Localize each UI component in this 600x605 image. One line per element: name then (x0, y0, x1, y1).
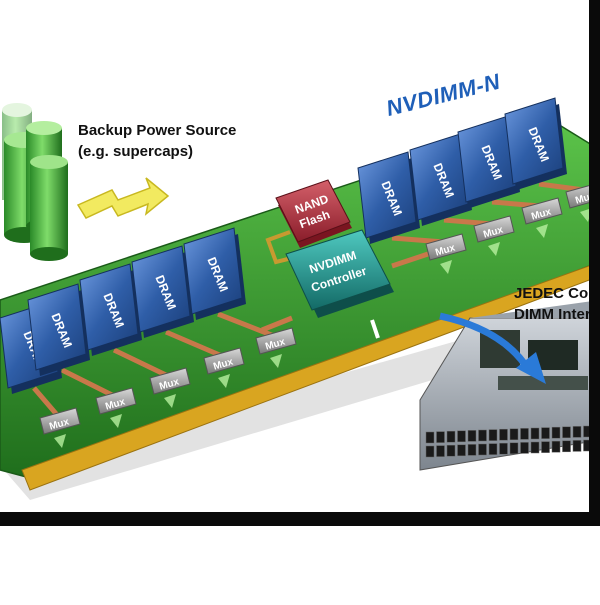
mux-label: Mux (158, 376, 181, 392)
nand-flash-chip: NAND Flash (275, 179, 352, 248)
power-arrow (76, 177, 170, 219)
dram-mux-trace (60, 367, 116, 399)
bottom-frame-bar (0, 512, 600, 526)
mux-chip: Mux (425, 233, 467, 274)
mux-label: Mux (482, 224, 505, 240)
mux-bus-arrow (110, 414, 122, 428)
mux-bus-arrow (440, 260, 452, 274)
mux-bus-arrow (54, 434, 66, 448)
mux-label: Mux (48, 416, 71, 432)
drive-bay (446, 444, 456, 457)
drive-bay (467, 444, 477, 456)
drive-bay (488, 443, 498, 455)
dram-chip: DRAM (504, 97, 567, 190)
jedec-line-2: DIMM Inter (514, 306, 591, 323)
dram-chip: DRAM (409, 133, 472, 226)
dram-chip: DRAM (79, 263, 142, 356)
mux-chip: Mux (521, 197, 563, 238)
mux-bus-arrow (488, 242, 500, 256)
mux-bus-arrow (218, 374, 230, 388)
right-frame-edge (589, 0, 600, 512)
drive-bays (425, 425, 592, 458)
backup-power-line-1: Backup Power Source (78, 122, 237, 139)
drive-bay (572, 426, 582, 438)
drive-bay (457, 430, 466, 443)
mux-chip: Mux (203, 347, 245, 388)
backup-power-line-2: (e.g. supercaps) (78, 143, 194, 160)
dram-chip: DRAM (357, 151, 420, 244)
mux-bus-arrow (536, 224, 548, 238)
supercap-group (2, 103, 68, 261)
mux-bus-arrow (164, 394, 176, 408)
jedec-line-1: JEDEC Comp (514, 285, 600, 302)
drive-bay (509, 428, 519, 441)
drive-bay (551, 440, 561, 453)
jedec-arrow (439, 312, 546, 384)
controller-trace (261, 315, 293, 333)
mux-bus-arrow (270, 354, 282, 368)
drive-bay (509, 442, 519, 455)
mux-label: Mux (212, 356, 235, 372)
drive-bay (436, 445, 445, 457)
mux-chip: Mux (149, 367, 191, 408)
drive-bay (425, 431, 435, 444)
mux-label: Mux (264, 336, 287, 352)
mux-label: Mux (104, 396, 127, 412)
jedec-label: JEDEC Comp DIMM Inter (514, 283, 600, 325)
drive-bay (562, 440, 571, 453)
drive-bay (425, 445, 435, 458)
backup-power-label: Backup Power Source (e.g. supercaps) (78, 120, 236, 162)
drive-bay (436, 431, 445, 443)
dram-chip: DRAM (27, 283, 90, 376)
drive-bay (520, 442, 529, 454)
contact-notch (370, 319, 380, 339)
dram-layer: DRAMDRAMDRAMDRAMDRAMDRAMDRAMDRAMDRAM (0, 97, 567, 394)
nand-controller-link (265, 230, 293, 265)
drive-bay (562, 426, 571, 439)
supercap-3 (30, 155, 68, 261)
drive-bay (520, 428, 529, 440)
mux-chip: Mux (95, 387, 137, 428)
dram-mux-trace (112, 347, 170, 379)
drive-bay (488, 429, 498, 441)
dram-mux-trace (165, 329, 223, 359)
drive-bay (541, 427, 550, 439)
dram-mux-trace (217, 311, 275, 339)
mux-chip: Mux (473, 215, 515, 256)
drive-bay (541, 441, 550, 453)
drive-bay (467, 430, 477, 442)
drive-bay (530, 441, 540, 454)
mux-chip: Mux (255, 327, 297, 368)
nvdimm-controller-chip: NVDIMM Controller (285, 229, 394, 318)
mux-chip: Mux (39, 407, 81, 448)
drive-bay (478, 429, 487, 442)
drive-bay (572, 440, 582, 452)
drive-bay (499, 442, 508, 455)
controller-trace (391, 251, 429, 269)
mux-label: Mux (434, 242, 457, 258)
drive-bay (551, 426, 561, 439)
dram-chip: DRAM (183, 227, 246, 320)
drive-bay (499, 428, 508, 441)
drive-bay (446, 430, 456, 443)
dram-mux-trace (32, 386, 60, 418)
drive-bay (530, 427, 540, 440)
drive-bay (478, 443, 487, 456)
dram-chip: DRAM (457, 115, 520, 208)
dram-chip: DRAM (131, 245, 194, 338)
server-dimm-slots (498, 376, 588, 390)
mux-label: Mux (530, 206, 553, 222)
drive-bay (457, 444, 466, 457)
